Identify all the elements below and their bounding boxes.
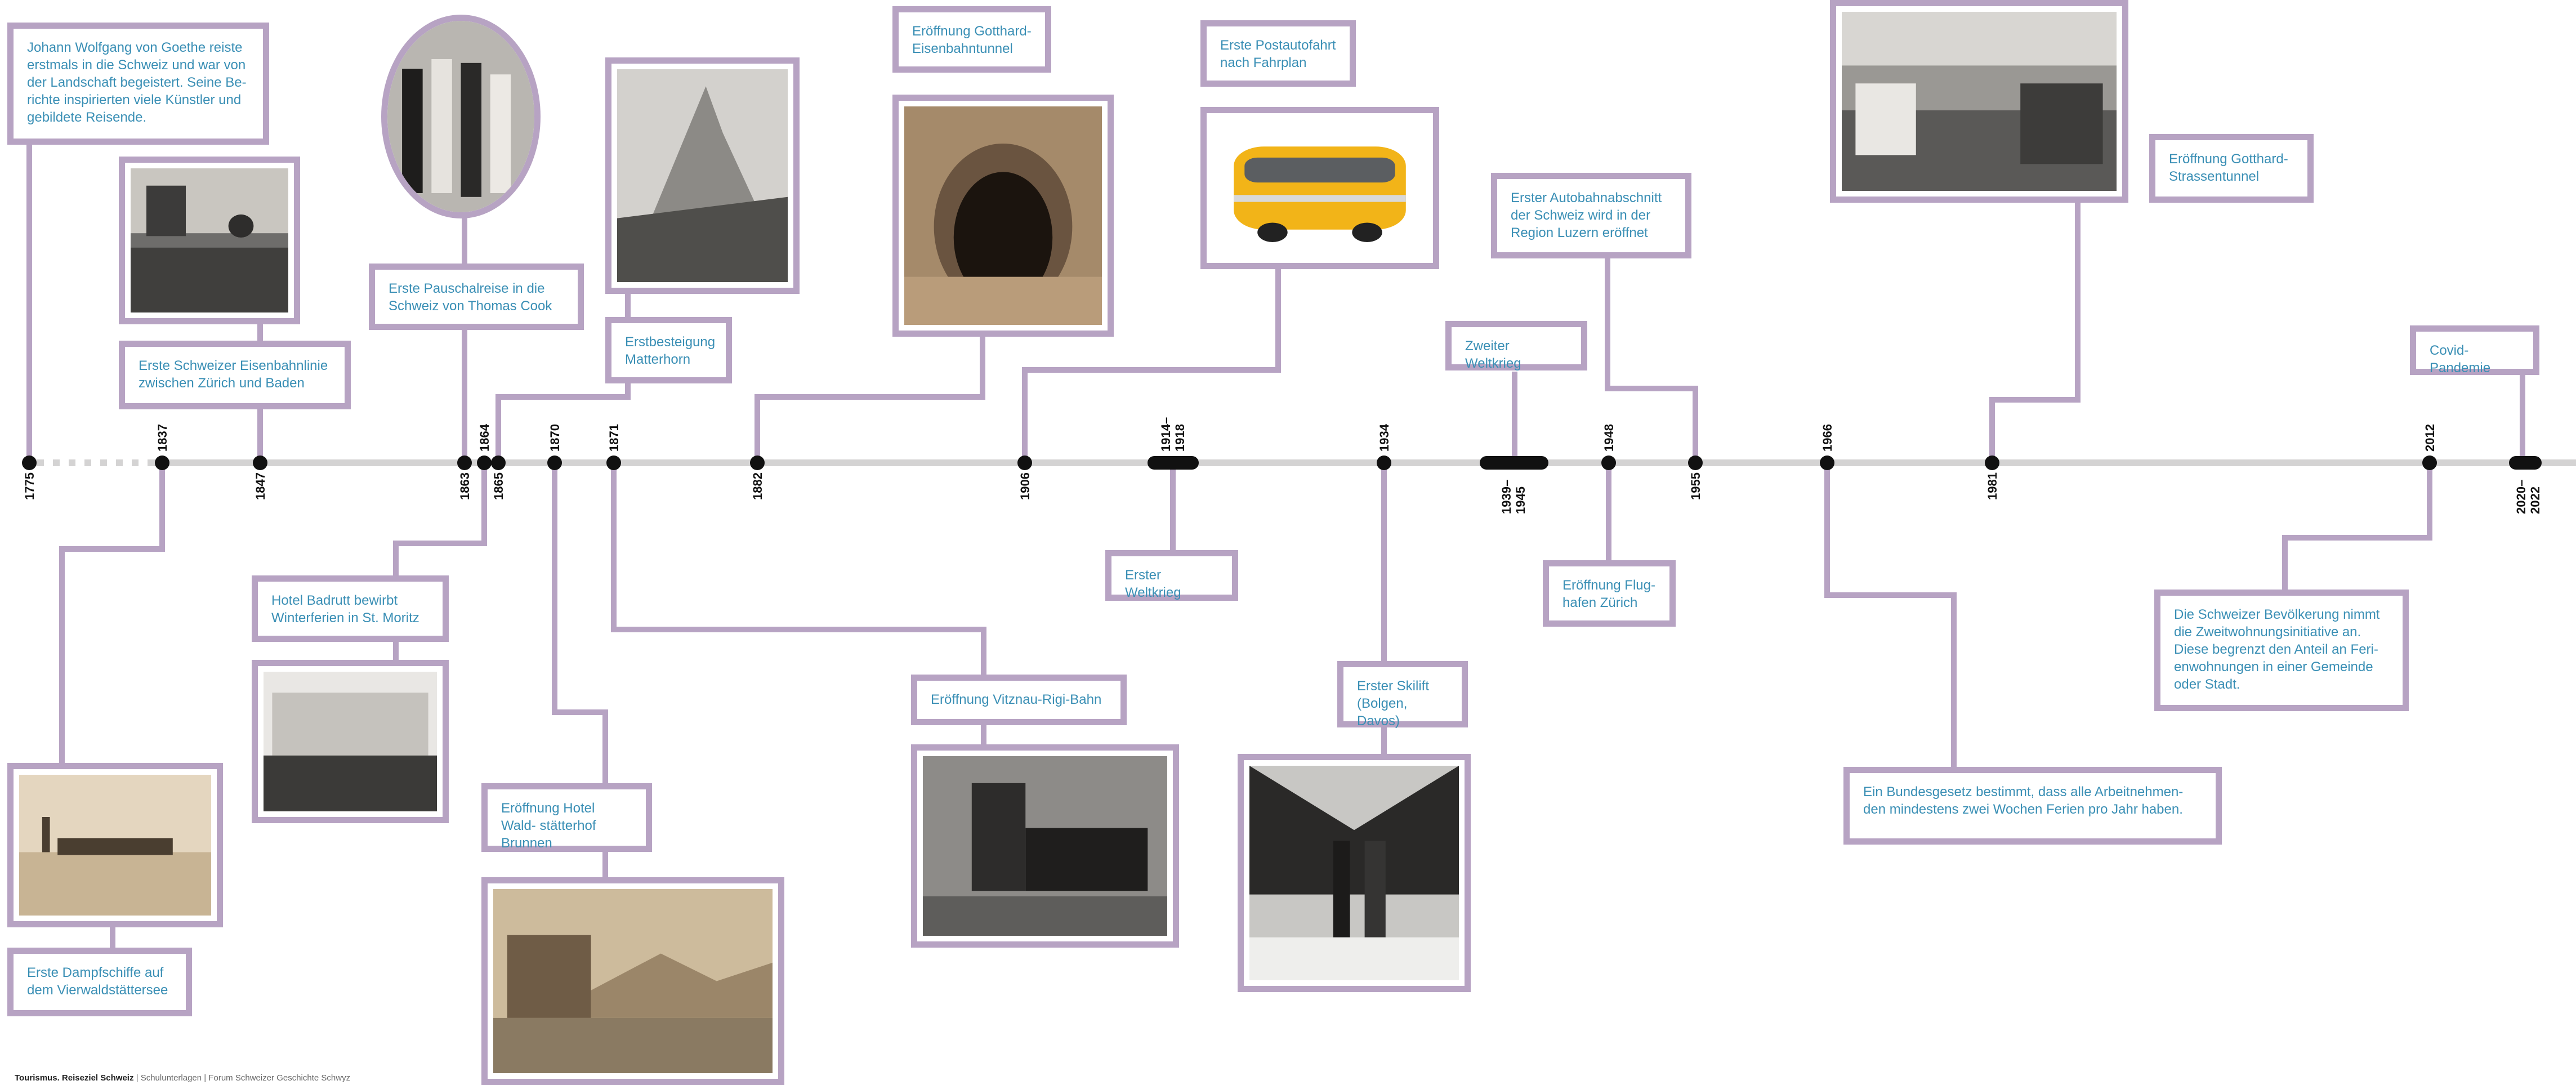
year-label: 1870 [548,424,562,452]
year-label: 1934 [1377,424,1391,452]
event-text: Hotel Badrutt bewirbt Winterferien in St… [271,593,419,626]
event-text: Johann Wolfgang von Goethe reiste erstma… [27,40,247,125]
event-thomas-cook-1863: Erste Pauschalreise in die Schweiz von T… [369,264,584,330]
year-label: 1863 [458,472,472,500]
event-gotthard-road-tunnel-1981: Eröffnung Gotthard- Strassentunnel [2149,134,2314,203]
event-text: Eröffnung Vitznau-Rigi-Bahn [931,692,1102,707]
event-text: Erster Autobahnabschnitt der Schweiz wir… [1511,190,1662,240]
photo-gotthard-road-tunnel [1830,0,2128,203]
photo-thomas-cook-group [381,15,541,218]
photo-gotthard-tunnel-portal [892,95,1114,337]
event-holiday-law-1966: Ein Bundesgesetz bestimmt, dass alle Arb… [1843,767,2222,845]
event-motorway-1955: Erster Autobahnabschnitt der Schweiz wir… [1491,173,1691,258]
year-label: 1981 [1985,472,1999,500]
event-steamships-1837: Erste Dampfschiffe auf dem Vierwaldstätt… [7,948,192,1016]
event-gotthard-rail-tunnel-1882: Eröffnung Gotthard- Eisenbahntunnel [892,6,1051,73]
event-rigi-bahn-1871: Eröffnung Vitznau-Rigi-Bahn [911,675,1127,725]
event-ww1: Erster Weltkrieg [1105,550,1238,601]
footer-credit: Tourismus. Reiseziel Schweiz | Schulunte… [15,1073,350,1083]
photo-ski-lift [1238,754,1471,992]
footer-rest: | Schulunterlagen | Forum Schweizer Gesc… [133,1073,351,1083]
year-label: 1882 [751,472,765,500]
year-label: 1837 [155,424,169,452]
event-railway-1847: Erste Schweizer Eisenbahnlinie zwischen … [119,341,351,409]
year-label: 1775 [23,472,37,500]
photo-rigi-locomotive [911,744,1179,948]
event-airport-1948: Eröffnung Flug- hafen Zürich [1543,560,1676,627]
event-text: Erste Postautofahrt nach Fahrplan [1220,38,1336,70]
event-text: Covid-Pandemie [2430,343,2491,376]
event-badrutt-1864: Hotel Badrutt bewirbt Winterferien in St… [252,575,449,642]
event-text: Eröffnung Hotel Wald- stätterhof Brunnen [501,801,596,851]
year-label: 1865 [492,472,506,500]
event-text: Erster Skilift (Bolgen, Davos) [1357,678,1430,729]
event-text: Ein Bundesgesetz bestimmt, dass alle Arb… [1863,784,2184,817]
year-label: 1847 [253,472,267,500]
event-text: Erste Dampfschiffe auf dem Vierwaldstätt… [27,965,168,998]
event-text: Eröffnung Gotthard- Strassentunnel [2169,151,2288,184]
year-label: 2012 [2423,424,2437,452]
event-text: Zweiter Weltkrieg [1465,338,1521,371]
photo-matterhorn [605,57,800,294]
year-label: 1955 [1689,472,1703,500]
event-second-homes-2012: Die Schweizer Bevölkerung nimmt die Zwei… [2154,590,2409,711]
event-matterhorn-1865: Erstbesteigung Matterhorn [605,317,732,383]
year-label: 1948 [1602,424,1616,452]
event-goethe-1775: Johann Wolfgang von Goethe reiste erstma… [7,23,269,145]
event-postauto-1906: Erste Postautofahrt nach Fahrplan [1200,20,1356,87]
event-text: Erster Weltkrieg [1125,568,1181,600]
event-text: Eröffnung Gotthard- Eisenbahntunnel [912,24,1032,56]
event-text: Eröffnung Flug- hafen Zürich [1562,578,1655,610]
year-label: 2020– 2022 [2514,479,2542,514]
event-ski-lift-1934: Erster Skilift (Bolgen, Davos) [1337,661,1468,729]
year-label: 1966 [1820,424,1834,452]
event-text: Erstbesteigung Matterhorn [625,334,716,367]
photo-train-station-crowd [119,157,300,324]
event-text: Erste Schweizer Eisenbahnlinie zwischen … [139,358,328,391]
photo-hotel-badrutt [252,660,449,823]
year-label: 1906 [1018,472,1032,500]
event-covid-2020: Covid-Pandemie [2410,325,2539,376]
year-label: 1939– 1945 [1499,479,1528,514]
photo-steamship-lake [7,763,223,927]
event-waldstaetterhof-1870: Eröffnung Hotel Wald- stätterhof Brunnen [481,783,652,852]
photo-hotel-waldstaetterhof [481,877,784,1085]
year-label: 1871 [607,424,621,452]
event-ww2: Zweiter Weltkrieg [1445,321,1587,371]
year-label: 1914– 1918 [1159,417,1187,452]
year-label: 1864 [477,424,492,452]
footer-title: Tourismus. Reiseziel Schweiz [15,1073,134,1083]
event-text: Erste Pauschalreise in die Schweiz von T… [389,281,552,314]
event-text: Die Schweizer Bevölkerung nimmt die Zwei… [2174,607,2380,692]
photo-postauto-bus [1200,107,1439,269]
